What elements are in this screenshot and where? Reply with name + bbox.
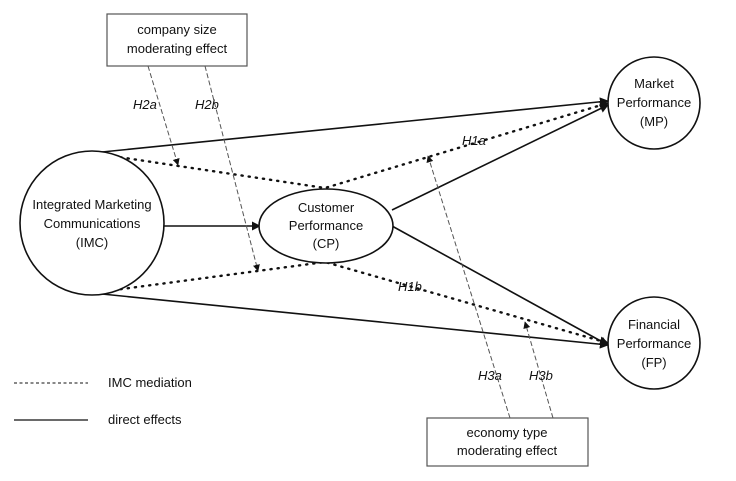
mediation-imc-cp-fp xyxy=(90,260,610,346)
node-mp: Market Performance (MP) xyxy=(607,56,701,150)
moderation-h2a xyxy=(147,65,180,166)
cp-line-1: Customer xyxy=(298,200,355,215)
imc-line-3: (IMC) xyxy=(76,235,109,250)
imc-line-1: Integrated Marketing xyxy=(32,197,151,212)
fp-line-1: Financial xyxy=(628,317,680,332)
moderation-h3b xyxy=(523,321,554,419)
cp-line-3: (CP) xyxy=(313,236,340,251)
legend-mediation-label: IMC mediation xyxy=(108,375,192,390)
hypothesis-h2a: H2a xyxy=(133,97,157,112)
legend: IMC mediation direct effects xyxy=(14,375,192,427)
fp-line-2: Performance xyxy=(617,336,691,351)
hypothesis-h3a: H3a xyxy=(478,368,502,383)
fp-line-3: (FP) xyxy=(641,355,666,370)
company-size-moderator: company size moderating effect xyxy=(106,13,248,67)
hypothesis-h1b: H1b xyxy=(398,279,422,294)
legend-direct-label: direct effects xyxy=(108,412,182,427)
hypothesis-h3b: H3b xyxy=(529,368,553,383)
hypothesis-h1a: H1a xyxy=(462,133,486,148)
node-cp: Customer Performance (CP) xyxy=(258,188,394,264)
direct-cp-mp xyxy=(391,104,609,211)
economy-type-line-1: economy type xyxy=(467,425,548,440)
economy-type-moderator: economy type moderating effect xyxy=(426,417,589,467)
direct-cp-fp xyxy=(391,225,609,346)
imc-line-2: Communications xyxy=(44,216,141,231)
mediation-imc-cp-mp xyxy=(90,101,610,190)
moderation-h2b xyxy=(204,65,260,272)
economy-type-line-2: moderating effect xyxy=(457,443,558,458)
moderation-h3a xyxy=(426,155,511,419)
mp-line-1: Market xyxy=(634,76,674,91)
mp-line-2: Performance xyxy=(617,95,691,110)
direct-imc-fp xyxy=(91,292,609,349)
company-size-line-2: moderating effect xyxy=(127,41,228,56)
hypothesis-h2b: H2b xyxy=(195,97,219,112)
node-fp: Financial Performance (FP) xyxy=(607,296,701,390)
direct-imc-mp xyxy=(91,97,609,154)
company-size-line-1: company size xyxy=(137,22,216,37)
mp-line-3: (MP) xyxy=(640,114,668,129)
cp-line-2: Performance xyxy=(289,218,363,233)
node-imc: Integrated Marketing Communications (IMC… xyxy=(19,150,165,296)
